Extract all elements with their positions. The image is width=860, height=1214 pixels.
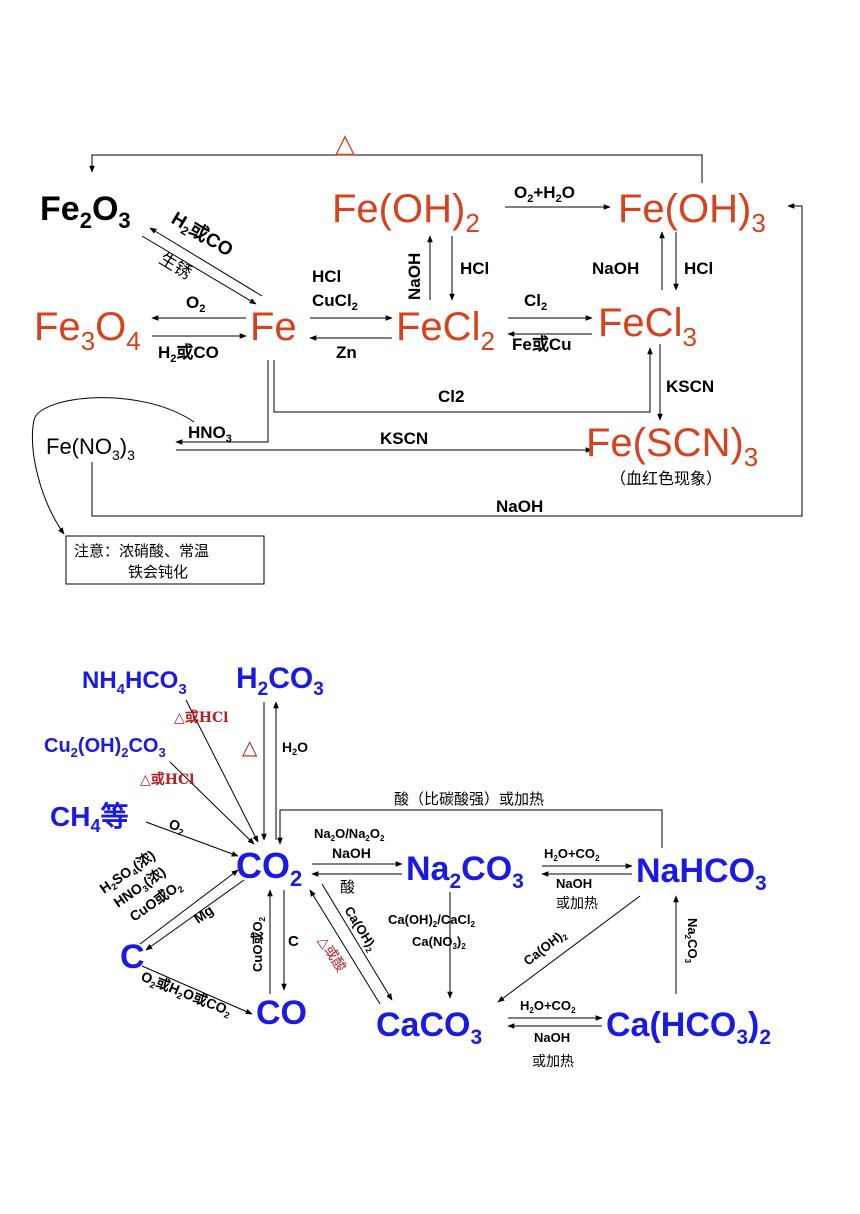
mg-label: Mg [191, 902, 217, 927]
ch4-to-co2-arrow [145, 821, 239, 857]
fecl2-label: FeCl2 [396, 305, 495, 356]
c-label: C [120, 938, 145, 976]
fe-or-cu-label: Fe或Cu [512, 334, 572, 354]
naoh-label-carbon: NaOH [332, 845, 371, 861]
caoh2-diag2-label: Ca(OH)2 [521, 926, 571, 970]
feno3-to-feoh3-line [91, 203, 803, 517]
or-heat-label-1: 或加热 [556, 896, 598, 912]
naoh-label-2-carbon: NaOH [556, 876, 592, 891]
caco3-label: CaCO3 [376, 1006, 482, 1049]
fe-label: Fe [250, 305, 297, 349]
heat-or-hcl-1: △或HCl [174, 709, 228, 726]
ch4-label: CH4等 [50, 800, 128, 836]
acid-stronger-label: 酸（比碳酸强）或加热 [394, 790, 544, 808]
o2-label: O2 [186, 293, 205, 315]
zn-label: Zn [336, 343, 357, 362]
note-box [65, 535, 265, 585]
cu2oh2co3-to-co2-arrow [169, 761, 255, 845]
fe3o4-label: Fe3O4 [34, 305, 141, 356]
note-callout-curve [31, 397, 195, 535]
c-reagent-label: C [288, 933, 299, 950]
o2-or-h2o-or-co2-label: O2或H2O或CO2 [138, 968, 234, 1021]
feno3-label: Fe(NO3)3 [46, 434, 135, 463]
co2-to-c-arrow [145, 879, 245, 951]
feoh2-label: Fe(OH)2 [332, 187, 480, 238]
cucl2-label: CuCl2 [312, 291, 358, 313]
fe-to-feno3-line [175, 360, 269, 445]
rust-label: 生锈 [155, 249, 194, 284]
o2-label-carbon: O2 [166, 816, 187, 838]
feoh3-label: Fe(OH)3 [618, 187, 766, 238]
kscn-horizontal-label: KSCN [380, 429, 428, 448]
na2co3-vertical-label: Na2CO3 [683, 918, 700, 964]
o2-h2o-label: O2+H2O [514, 183, 575, 205]
heat-or-acid-label: △或酸 [315, 934, 349, 975]
caoh2-cacl2-label: Ca(OH)2/CaCl2 [388, 912, 475, 929]
nahco3-to-co2-line [277, 809, 663, 848]
fescn3-note: （血红色现象） [610, 469, 722, 488]
co-label: CO [256, 994, 307, 1032]
h2o-co2-label-2: H2O+CO2 [520, 998, 576, 1015]
naoh-vertical-label: NaOH [405, 253, 424, 300]
hno3-label: HNO3 [188, 423, 232, 445]
fecl3-label: FeCl3 [598, 301, 697, 352]
nahco3-to-caco3-arrow [497, 895, 641, 1003]
co2-label: CO2 [236, 845, 302, 891]
fe-to-fe2o3-arrow [149, 227, 263, 297]
nahco3-label: NaHCO3 [636, 852, 767, 895]
h2o-co2-label-1: H2O+CO2 [544, 846, 600, 863]
fe-to-fecl3-line [273, 347, 653, 413]
carbon-diagram: NH4HCO3 H2CO3 △ H2O △或HCl Cu2(OH)2CO3 △或… [44, 662, 771, 1070]
hcl-label: HCl [312, 267, 341, 286]
cahco32-label: Ca(HCO3)2 [606, 1006, 771, 1049]
hcl-vertical-label-2: HCl [684, 259, 713, 278]
h2-or-co-label: H2或CO [158, 342, 219, 365]
cl2-label: Cl2 [524, 291, 547, 313]
c-to-co2-arrow [139, 869, 239, 945]
nh4hco3-label: NH4HCO3 [82, 667, 187, 698]
note-line-2: 铁会钝化 [128, 563, 188, 581]
cano32-label: Ca(NO3)2 [412, 934, 466, 951]
iron-diagram: △ Fe2O3 Fe(OH)2 O2+H2O Fe(OH)3 H2或CO 生锈 … [31, 128, 803, 585]
fescn3-label: Fe(SCN)3 [586, 421, 758, 472]
h2co3-label: H2CO3 [236, 662, 324, 700]
or-heat-label-2: 或加热 [532, 1054, 574, 1070]
heat-triangle: △ [335, 128, 355, 158]
cuo-or-o2-vertical-label: CuO或O2 [250, 916, 267, 972]
c-to-co-arrow [141, 965, 253, 1015]
naoh-label-2: NaOH [592, 259, 639, 278]
naoh-bottom-label: NaOH [496, 497, 543, 516]
cl2-plain-label: Cl2 [438, 387, 464, 406]
naoh-label-3-carbon: NaOH [534, 1030, 570, 1045]
fe2o3-label: Fe2O3 [40, 190, 131, 233]
kscn-vertical-label: KSCN [666, 377, 714, 396]
fe2o3-to-fe-arrow [141, 235, 257, 305]
heat-or-hcl-2: △或HCl [140, 771, 194, 788]
nh4hco3-to-co2-arrow [185, 699, 259, 843]
h2-or-co-diag-label: H2或CO [166, 207, 237, 263]
fe-oh3-to-fe2o3-line [89, 154, 703, 183]
hcl-vertical-label-1: HCl [460, 259, 489, 278]
acid-label: 酸 [340, 878, 355, 896]
cu2oh2co3-label: Cu2(OH)2CO3 [44, 735, 166, 760]
note-line-1: 注意：浓硝酸、常温 [74, 542, 209, 560]
na2co3-label: Na2CO3 [406, 850, 524, 893]
h2o-label: H2O [282, 739, 308, 757]
caco3-to-co2-arrow [309, 889, 381, 1005]
na2o-na2o2-label: Na2O/Na2O2 [314, 826, 385, 843]
co2-to-caco3-arrow [321, 883, 393, 1001]
heat-label: △ [242, 737, 258, 759]
